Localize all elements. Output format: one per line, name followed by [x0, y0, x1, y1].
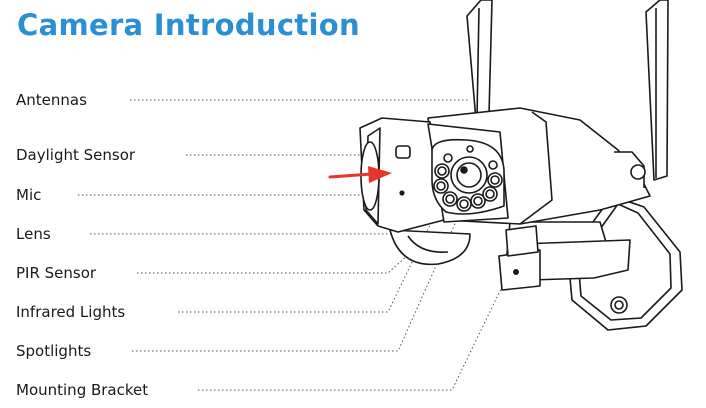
leader-line-pir-sensor	[137, 234, 431, 274]
label-pir-sensor: PIR Sensor	[16, 264, 97, 282]
daylight-sensor	[395, 145, 411, 159]
label-antennas: Antennas	[16, 91, 87, 109]
label-lens: Lens	[16, 225, 51, 243]
leader-line-mounting-bracket	[198, 257, 517, 391]
spotlights	[433, 163, 503, 212]
camera-body	[359, 0, 683, 331]
antenna-left	[466, 0, 493, 121]
front-bezel	[359, 117, 445, 233]
label-mic: Mic	[16, 186, 42, 204]
red-arrow-icon	[328, 166, 392, 183]
label-mounting-bracket: Mounting Bracket	[16, 381, 149, 399]
mic-hole	[399, 190, 405, 196]
bracket-block	[498, 249, 541, 291]
antenna-right	[645, 0, 669, 181]
infrared-lights	[443, 145, 498, 170]
label-infrared-lights: Infrared Lights	[16, 303, 126, 321]
label-daylight-sensor: Daylight Sensor	[16, 146, 136, 164]
page-title: Camera Introduction	[17, 8, 360, 42]
label-spotlights: Spotlights	[16, 342, 92, 360]
